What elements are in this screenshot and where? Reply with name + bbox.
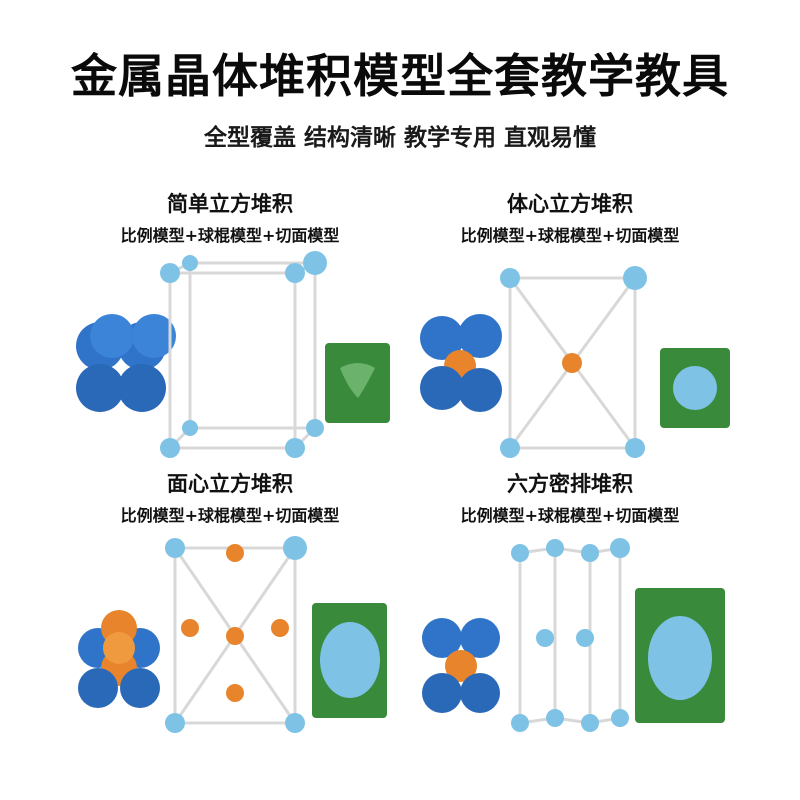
panel-desc: 比例模型+球棍模型+切面模型 [120,506,340,525]
simple-cubic-models [76,251,390,458]
fcc-models [78,536,387,733]
panel-face-centered-cubic: 面心立方堆积 比例模型+球棍模型+切面模型 [40,468,420,758]
cut-model [635,588,725,723]
panel-name: 面心立方堆积 [167,472,293,496]
cut-model [660,348,730,428]
panel-desc: 比例模型+球棍模型+切面模型 [460,506,680,525]
panel-name: 体心立方堆积 [507,192,633,216]
space-filling-model [420,314,502,412]
space-filling-model [76,314,176,412]
ball-and-stick-atoms [511,538,630,732]
panel-name: 简单立方堆积 [167,192,293,216]
cut-model [325,343,390,423]
hcp-models [422,538,725,732]
ball-and-stick-model [518,546,622,725]
panel-hexagonal-close-packed: 六方密排堆积 比例模型+球棍模型+切面模型 [380,468,760,758]
space-filling-model [78,610,160,708]
panel-desc: 比例模型+球棍模型+切面模型 [460,226,680,245]
cut-model [312,603,387,718]
page-subtitle: 全型覆盖 结构清晰 教学专用 直观易懂 [203,125,597,151]
ball-and-stick-atoms [160,251,327,458]
space-filling-model [422,618,500,713]
panel-name: 六方密排堆积 [507,472,633,496]
panel-body-centered-cubic: 体心立方堆积 比例模型+球棍模型+切面模型 [380,188,760,478]
panel-simple-cubic: 简单立方堆积 比例模型+球棍模型+切面模型 [40,188,420,478]
panel-desc: 比例模型+球棍模型+切面模型 [120,226,340,245]
bcc-models [420,266,730,458]
page-title: 金属晶体堆积模型全套教学教具 [71,49,729,103]
ball-and-stick-atoms [500,266,647,458]
ball-and-stick-atoms [165,536,307,733]
